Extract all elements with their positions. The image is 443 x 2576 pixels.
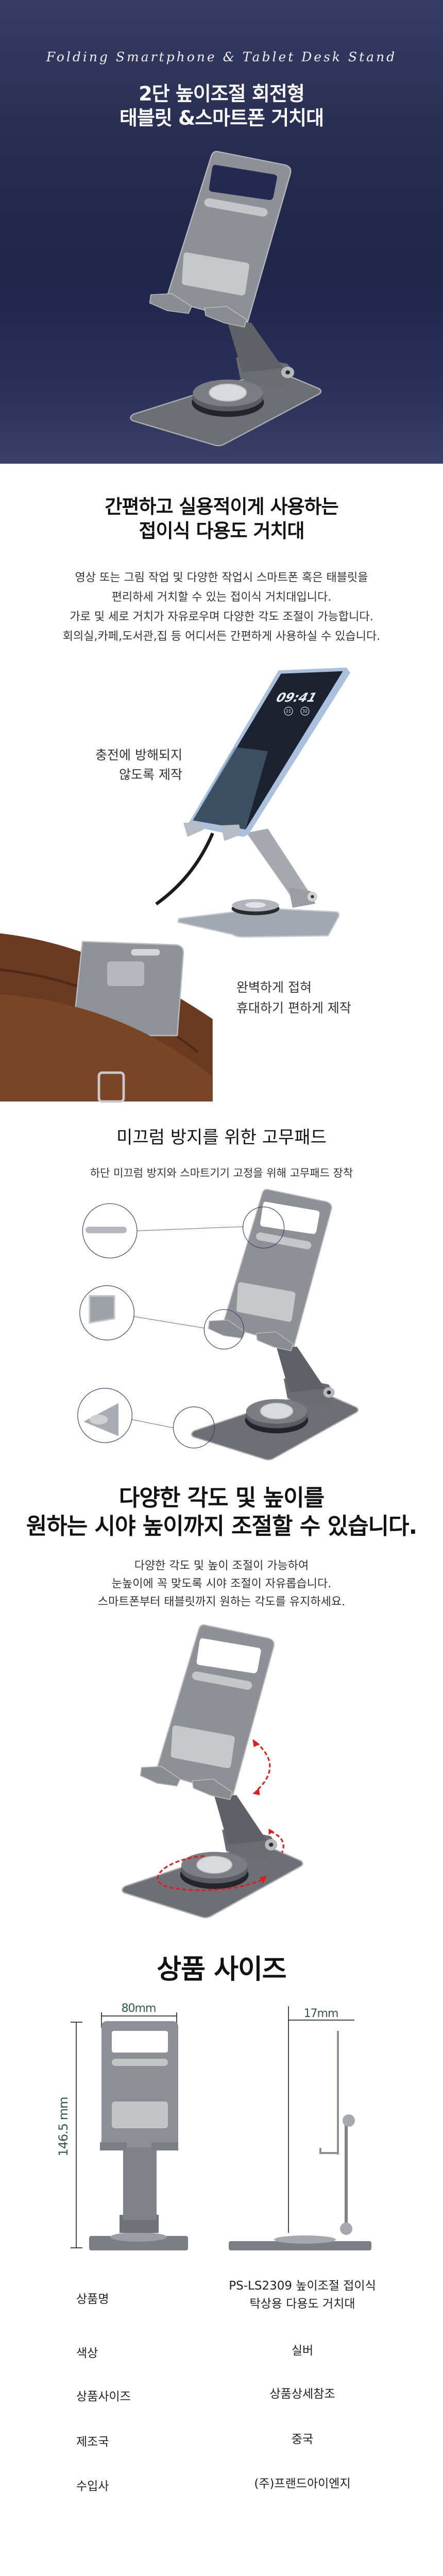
charging-cable <box>155 832 214 906</box>
intro-title-line: 간편하고 실용적이게 사용하는 <box>105 496 338 518</box>
angle-title-line: 다양한 각도 및 높이를 <box>118 1485 325 1511</box>
phone-widget: 21 <box>286 709 291 714</box>
intro-body-line: 편리하세 거치할 수 있는 접이식 거치대입니다. <box>111 591 332 604</box>
callout-line: 휴대하기 편하게 제작 <box>236 1001 351 1015</box>
callout-charging: 충전에 방해되지 않도록 제작 <box>95 745 182 785</box>
spec-label: 상품명 <box>76 2293 109 2306</box>
rotate-arrow-icon <box>157 1855 264 1891</box>
size-title: 상품 사이즈 <box>157 1954 286 1985</box>
spec-value-line: 탁상용 다용도 거치대 <box>249 2297 355 2311</box>
intro-body: 영상 또는 그림 작업 및 다양한 작업시 스마트폰 혹은 태블릿을 편리하세 … <box>0 568 443 647</box>
hinge-arrow-icon <box>270 1831 284 1853</box>
anti-slip-callouts <box>77 1203 285 1449</box>
callout-line: 충전에 방해되지 <box>95 748 182 762</box>
spec-value: 중국 <box>291 2433 314 2446</box>
spec-label: 색상 <box>76 2347 98 2360</box>
side-view-stand <box>229 2031 371 2250</box>
spec-label: 상품사이즈 <box>76 2390 131 2403</box>
callout-line: 완벽하게 접혀 <box>236 980 312 995</box>
size-diagram <box>71 2006 371 2250</box>
angle-title-line: 원하는 시야 높이까지 조절할 수 있습니다. <box>26 1513 417 1539</box>
spec-value: 실버 <box>291 2344 314 2358</box>
spec-value-line: PS-LS2309 높이조절 접이식 <box>229 2279 376 2293</box>
hero-title-line: 2단 높이조절 회전형 <box>139 82 305 105</box>
angle-body-line: 눈높이에 꼭 맞도록 시야 조절이 자유롭습니다. <box>111 1578 332 1590</box>
phone-stand-image: 09:41 21 32 <box>0 667 350 1103</box>
intro-title: 간편하고 실용적이게 사용하는 접이식 다용도 거치대 <box>0 495 443 543</box>
rotation-arrows <box>157 1739 284 1891</box>
angle-body-line: 스마트폰부터 태블릿까지 원하는 각도를 유지하세요. <box>97 1596 346 1608</box>
hero-section: Folding Smartphone & Tablet Desk Stand 2… <box>0 0 443 464</box>
angle-body-line: 다양한 각도 및 높이 조절이 가능하여 <box>134 1560 309 1572</box>
width-label: 80mm <box>121 2002 157 2015</box>
anti-slip-title: 미끄럼 방지를 위한 고무패드 <box>116 1127 327 1148</box>
phone-clock: 09:41 <box>273 690 320 705</box>
depth-label: 17mm <box>303 2007 339 2020</box>
intro-title-line: 접이식 다용도 거치대 <box>139 520 304 542</box>
phone-widget: 32 <box>302 709 308 714</box>
angle-title: 다양한 각도 및 높이를 원하는 시야 높이까지 조절할 수 있습니다. <box>0 1484 443 1540</box>
anti-slip-subtitle: 하단 미끄럼 방지와 스마트기기 고정을 위해 고무패드 장착 <box>90 1167 353 1179</box>
tilt-arrow-icon <box>255 1741 271 1792</box>
hero-title-line: 태블릿 &스마트폰 거치대 <box>119 107 324 129</box>
hero-script-title: Folding Smartphone & Tablet Desk Stand <box>46 49 397 64</box>
angle-body: 다양한 각도 및 높이 조절이 가능하여 눈높이에 꼭 맞도록 시야 조절이 자… <box>0 1557 443 1611</box>
product-detail-page: Folding Smartphone & Tablet Desk Stand 2… <box>0 0 443 2493</box>
intro-body-line: 영상 또는 그림 작업 및 다양한 작업시 스마트폰 혹은 태블릿을 <box>75 571 368 584</box>
spec-value: (주)프랜드아이엔지 <box>254 2477 351 2490</box>
spec-label: 수입사 <box>76 2480 109 2493</box>
spec-value: 상품상세참조 <box>269 2387 335 2401</box>
callout-line: 않도록 제작 <box>119 767 182 782</box>
folded-stand <box>72 941 184 1037</box>
spec-value: PS-LS2309 높이조절 접이식 탁상용 다용도 거치대 <box>216 2277 388 2313</box>
intro-body-line: 가로 및 세로 거치가 자유로우며 다양한 각도 조절이 가능합니다. <box>70 611 373 623</box>
height-label: 146.5 mm <box>56 2097 71 2157</box>
front-view-stand <box>89 2021 188 2250</box>
hero-title: 2단 높이조절 회전형 태블릿 &스마트폰 거치대 <box>0 82 443 130</box>
callout-portable: 완벽하게 접혀 휴대하기 편하게 제작 <box>236 977 351 1019</box>
intro-body-line: 회의실,카페,도서관,집 등 어디서든 간편하게 사용하실 수 있습니다. <box>62 630 381 643</box>
spec-label: 제조국 <box>76 2435 109 2449</box>
